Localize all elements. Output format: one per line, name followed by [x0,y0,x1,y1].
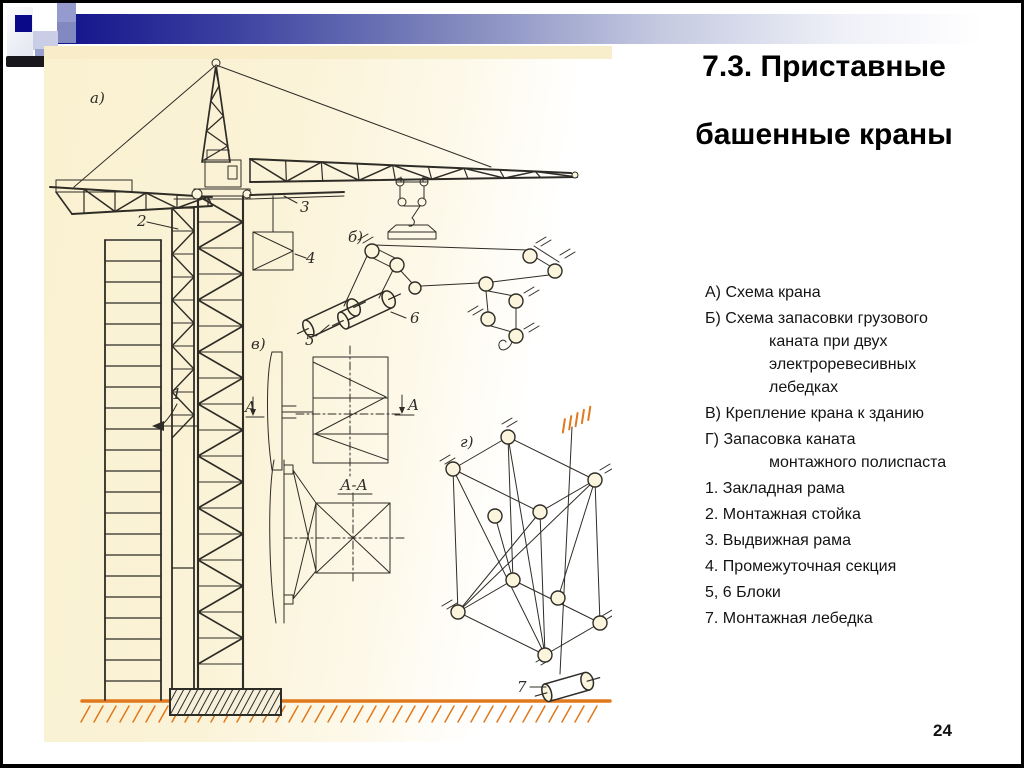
figure-legend: А) Схема крана Б) Схема запасовки грузово… [705,281,1020,630]
part-leaders [146,195,307,431]
crane-details [55,58,492,271]
figure-label-g: г) [460,433,474,451]
legend-line: 1. Закладная рама [705,480,845,497]
jib-truss [249,158,579,183]
winch-drum [331,290,402,330]
building-wall [104,239,162,701]
part-number-2: 2 [136,212,147,230]
legend-line: Б) Схема запасовки грузового [705,310,928,327]
winch-drum [296,298,367,338]
page-title: 7.3. Приставные башенные краны [628,50,1020,152]
legend-line: 3. Выдвижная рама [705,532,851,549]
scan-paper-edge [44,46,612,59]
foundation-block [169,688,282,716]
decor-lavender-square-top [57,3,76,22]
section-arrow-label-right: A [406,396,419,414]
page-number: 24 [933,721,952,740]
rope-reeving-diagram [296,233,576,351]
legend-line: электроревесивных [769,356,917,373]
figure-labels: а) б) в) г) А-А A A 1 2 3 4 5 6 7 [90,89,527,696]
decor-pale-square [33,31,58,50]
decor-lavender-square-mid [57,22,76,43]
legend-line: 5, 6 Блоки [705,584,781,601]
header-gradient-bar [57,14,1021,44]
part-number-1: 1 [172,385,182,403]
part-number-4: 4 [305,249,316,267]
crane-figure: а) б) в) г) А-А A A 1 2 3 4 5 6 7 [44,46,612,742]
scan-paper [44,46,612,742]
anchor-hatch [561,405,592,434]
legend-line: Г) Запасовка каната [705,431,856,448]
legend-line: монтажного полиспаста [769,454,947,471]
section-arrow-label-left: A [243,398,256,416]
scan-edge-smudge [6,56,60,67]
figure-label-a: а) [90,89,105,107]
part-number-5: 5 [305,331,315,349]
legend-line: 4. Промежуточная секция [705,558,897,575]
figure-label-b: б) [348,228,363,246]
part-number-3: 3 [300,198,310,216]
figure-label-v: в) [251,335,266,353]
part-number-6: 6 [410,309,420,327]
legend-line: лебедках [769,379,839,396]
wall-attachment-views [245,345,415,624]
legend-line: 2. Монтажная стойка [705,506,861,523]
crane-tower [196,194,245,691]
title-line-1: 7.3. Приставные [702,50,946,83]
section-label: А-А [339,476,368,494]
title-line-2: башенные краны [695,118,953,151]
mounting-post [171,207,195,690]
tower-head [201,64,231,163]
legend-line: В) Крепление крана к зданию [705,405,924,422]
winch-drum [534,671,601,703]
decor-navy-square [15,15,32,32]
legend-line: каната при двух [769,333,888,350]
tackle-reeving-diagram [439,405,612,703]
legend-line: А) Схема крана [705,284,821,301]
legend-line: 7. Монтажная лебедка [705,610,873,627]
part-number-7: 7 [517,678,527,696]
